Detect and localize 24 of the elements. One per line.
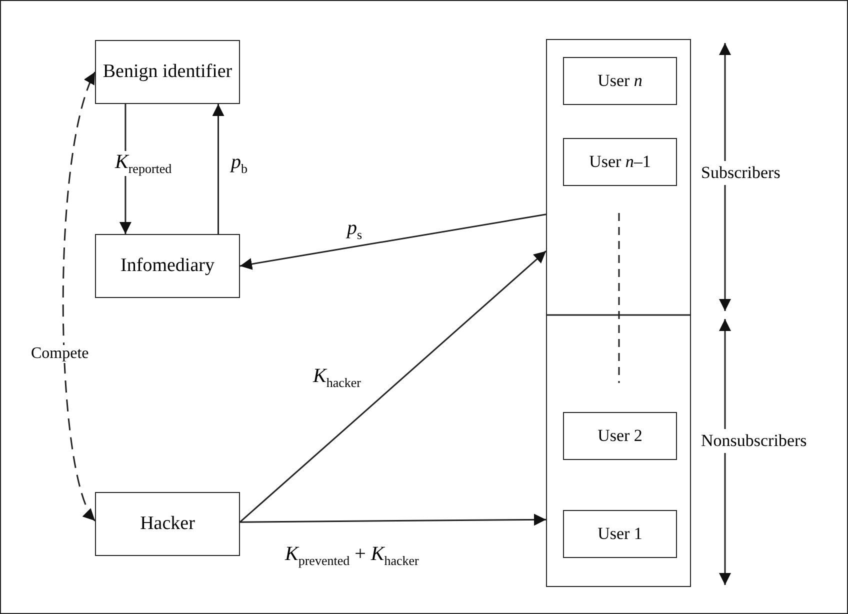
node-label: User 1 (598, 524, 642, 544)
arrow (240, 214, 546, 270)
node-label: Hacker (140, 512, 195, 536)
range-label: Subscribers (701, 161, 780, 185)
process-box (95, 40, 240, 104)
arrow (240, 250, 546, 523)
range-label: Nonsubscribers (701, 429, 807, 453)
node-label: User n (598, 70, 642, 92)
process-box (95, 234, 240, 298)
process-box (95, 492, 240, 556)
user-box (563, 412, 677, 460)
dashed-arrow (62, 72, 96, 522)
user-box (563, 138, 677, 186)
node-label: User 2 (598, 426, 642, 446)
edge-label: Compete (29, 345, 91, 363)
arrow (240, 514, 546, 526)
node-label: Infomediary (120, 254, 214, 278)
node-label: Benign identifier (102, 60, 232, 84)
user-box (563, 57, 677, 105)
arrow (212, 104, 224, 234)
node-label: User n–1 (589, 152, 651, 172)
user-box (563, 510, 677, 558)
edge-label: K$_{reported}$ (113, 151, 174, 176)
group-box (546, 39, 691, 587)
